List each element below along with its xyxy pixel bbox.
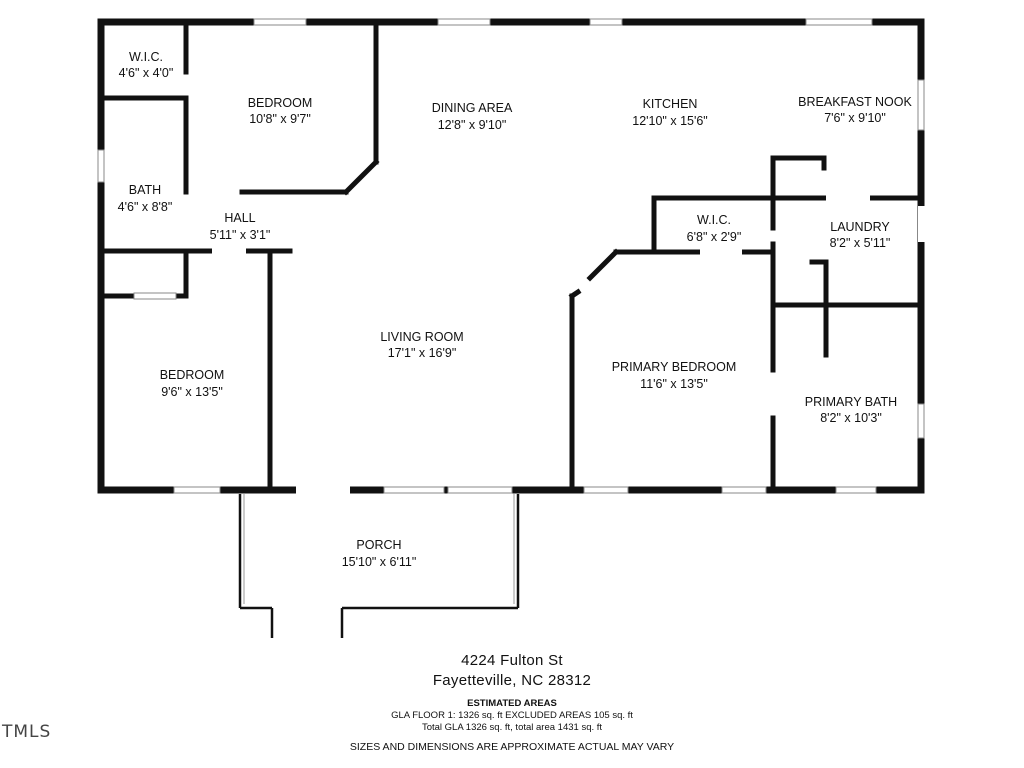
room-dims-porch: 15'10" x 6'11" — [341, 555, 417, 569]
room-dims-hall: 5'11" x 3'1" — [209, 228, 271, 242]
door-openings — [212, 194, 926, 494]
windows — [97, 18, 925, 494]
room-dims-bath: 4'6" x 8'8" — [117, 200, 173, 214]
room-dims-primary-bedroom: 11'6" x 13'5" — [640, 377, 708, 391]
room-dims-living-room: 17'1" x 16'9" — [387, 346, 457, 360]
street-address: 4224 Fulton St — [461, 652, 563, 669]
exterior-walls — [97, 18, 925, 494]
room-name-laundry: LAUNDRY — [830, 220, 890, 234]
room-dims-dining-area: 12'8" x 9'10" — [437, 118, 507, 132]
room-name-living-room: LIVING ROOM — [380, 330, 464, 344]
room-name-kitchen: KITCHEN — [642, 97, 698, 111]
room-name-primary-bath: PRIMARY BATH — [804, 395, 898, 409]
room-name-wic-1: W.I.C. — [128, 50, 164, 64]
porch-outline — [238, 494, 520, 638]
room-dims-bedroom-2: 9'6" x 13'5" — [161, 385, 223, 399]
areas-line-2: Total GLA 1326 sq. ft, total area 1431 s… — [421, 722, 603, 733]
room-dims-wic-1: 4'6" x 4'0" — [118, 66, 174, 80]
room-name-breakfast-nook: BREAKFAST NOOK — [798, 95, 912, 109]
city-state-zip: Fayetteville, NC 28312 — [432, 672, 592, 689]
room-name-bedroom-2: BEDROOM — [159, 368, 225, 382]
room-name-primary-bedroom: PRIMARY BEDROOM — [611, 360, 737, 374]
areas-line-1: GLA FLOOR 1: 1326 sq. ft EXCLUDED AREAS … — [391, 710, 633, 721]
room-name-wic-2: W.I.C. — [696, 213, 732, 227]
room-name-porch: PORCH — [356, 538, 402, 552]
room-dims-primary-bath: 8'2" x 10'3" — [820, 411, 882, 425]
room-dims-bedroom-1: 10'8" x 9'7" — [249, 112, 311, 126]
room-name-bedroom-1: BEDROOM — [247, 96, 313, 110]
room-name-bath: BATH — [128, 183, 162, 197]
room-dims-wic-2: 6'8" x 2'9" — [686, 230, 742, 244]
room-dims-laundry: 8'2" x 5'11" — [829, 236, 891, 250]
room-dims-breakfast-nook: 7'6" x 9'10" — [824, 111, 886, 125]
interior-walls — [101, 24, 921, 489]
areas-heading: ESTIMATED AREAS — [467, 698, 557, 709]
room-name-hall: HALL — [224, 211, 256, 225]
room-name-dining-area: DINING AREA — [431, 101, 513, 115]
room-dims-kitchen: 12'10" x 15'6" — [632, 114, 708, 128]
mls-logo: TMLS — [2, 722, 52, 742]
disclaimer: SIZES AND DIMENSIONS ARE APPROXIMATE ACT… — [349, 741, 675, 753]
